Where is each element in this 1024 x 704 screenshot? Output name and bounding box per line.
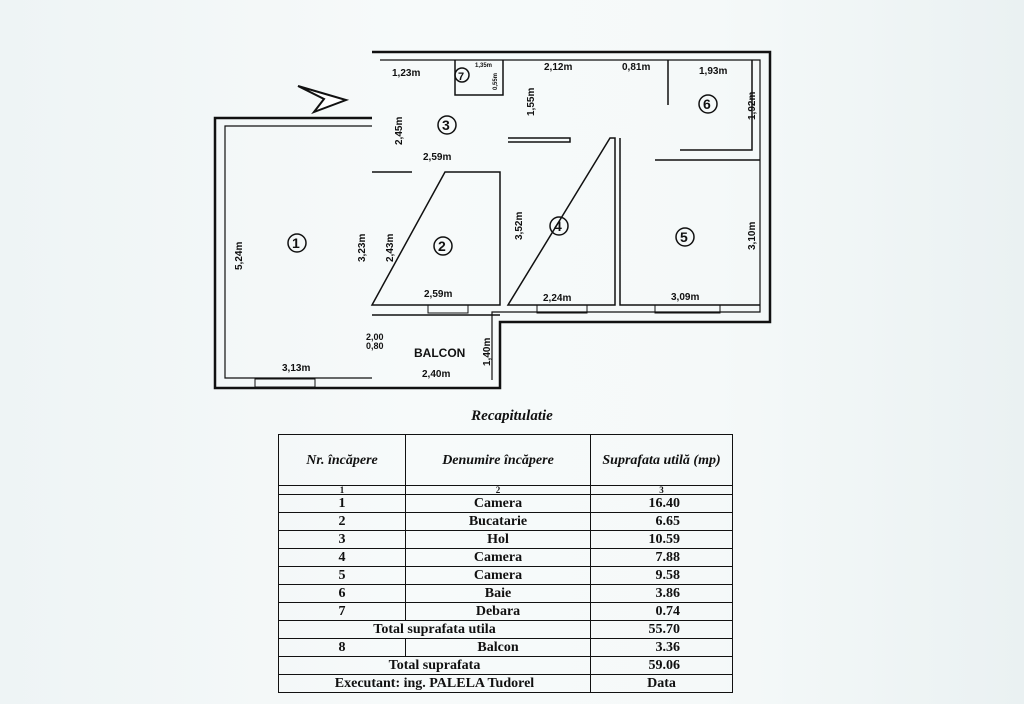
row-area: 7.88 [590,548,733,567]
dim-label: 2,40m [422,369,450,380]
dim-label: 3,52m [514,212,525,240]
row-name: Camera [405,566,591,585]
total-useful-value: 55.70 [590,620,733,639]
row-area: 9.58 [590,566,733,585]
room-number-4: 4 [554,218,562,234]
outer-wall-inner [224,59,761,380]
bath-wall [667,60,753,151]
room-number-6: 6 [703,96,711,112]
table-row: 6 Baie 3.86 [278,584,733,603]
dim-label: 1,93m [699,66,727,77]
row-area: 3.36 [590,638,733,657]
column-number-row: 1 2 3 [278,485,733,495]
dim-label: 3,23m [357,234,368,262]
total-useful-row: Total suprafata utila 55.70 [278,620,733,639]
row-area: 0.74 [590,602,733,621]
dim-label: 3,09m [671,292,699,303]
row-nr: 6 [278,584,406,603]
row-nr: 7 [278,602,406,621]
dim-label: 2,24m [543,293,571,304]
room-number-5: 5 [680,229,688,245]
table-header-row: Nr. încăpere Denumire încăpere Suprafata… [278,434,733,486]
row-name: Camera [405,548,591,567]
room-number-7: 7 [458,71,464,83]
table-row: 4 Camera 7.88 [278,548,733,567]
footer-date: Data [590,674,733,693]
table-row: 3 Hol 10.59 [278,530,733,549]
row-nr: 4 [278,548,406,567]
row-name: Bucatarie [405,512,591,531]
table-row: 8 Balcon 3.36 [278,638,733,657]
row-name: Debara [405,602,591,621]
row-area: 16.40 [590,494,733,513]
row-name: Balcon [405,638,591,657]
dim-label: 0,55m [493,73,499,90]
row-name: Hol [405,530,591,549]
dim-label: 0,80 [366,341,384,351]
recap-table: Nr. încăpere Denumire încăpere Suprafata… [278,434,733,693]
header-nr: Nr. încăpere [278,434,406,486]
header-area: Suprafata utilă (mp) [590,434,733,486]
room4-wall [506,137,616,306]
row-nr: 1 [278,494,406,513]
room-number-1: 1 [292,235,300,251]
col-number: 1 [278,485,406,495]
window [654,304,721,314]
window [427,304,469,314]
floor-plan: 1 2 3 4 5 6 7 1,23m 1,35m 2,12m 0,81m 1,… [213,50,772,390]
row-name: Camera [405,494,591,513]
dim-label: 1,92m [747,92,758,120]
row-nr: 8 [278,638,406,657]
col-number: 2 [405,485,591,495]
row-area: 10.59 [590,530,733,549]
dim-label: 3,13m [282,363,310,374]
dim-label: 1,23m [392,68,420,79]
room-number-3: 3 [442,117,450,133]
dim-label: 1,35m [475,63,492,69]
dim-label: 5,24m [234,242,245,270]
entrance-arrow-icon [297,85,350,115]
total-row: Total suprafata 59.06 [278,656,733,675]
window [254,378,316,388]
kitchen-wall [370,171,501,306]
total-value: 59.06 [590,656,733,675]
dim-label: 0,81m [622,62,650,73]
window [536,304,588,314]
footer-executant: Executant: ing. PALELA Tudorel [278,674,591,693]
total-useful-label: Total suprafata utila [278,620,591,639]
table-row: 1 Camera 16.40 [278,494,733,513]
dim-label: 2,59m [424,289,452,300]
recap-title: Recapitulatie [471,408,553,424]
footer-row: Executant: ing. PALELA Tudorel Data [278,674,733,693]
dim-label: 1,40m [482,338,493,366]
table-row: 5 Camera 9.58 [278,566,733,585]
total-label: Total suprafata [278,656,591,675]
dim-label: 2,45m [394,117,405,145]
row-area: 6.65 [590,512,733,531]
table-row: 7 Debara 0.74 [278,602,733,621]
dim-label: 3,10m [747,222,758,250]
col-number: 3 [590,485,733,495]
balcony-label: BALCON [414,346,465,360]
room5-wall [619,138,760,306]
dim-label: 2,43m [385,234,396,262]
outer-wall [213,50,772,390]
row-nr: 3 [278,530,406,549]
row-area: 3.86 [590,584,733,603]
room-number-2: 2 [438,238,446,254]
dim-label: 2,00 [366,332,384,342]
row-nr: 5 [278,566,406,585]
row-nr: 2 [278,512,406,531]
dim-label: 1,55m [526,88,537,116]
table-row: 2 Bucatarie 6.65 [278,512,733,531]
dim-label: 2,12m [544,62,572,73]
row-name: Baie [405,584,591,603]
header-name: Denumire încăpere [405,434,591,486]
dim-label: 2,59m [423,152,451,163]
